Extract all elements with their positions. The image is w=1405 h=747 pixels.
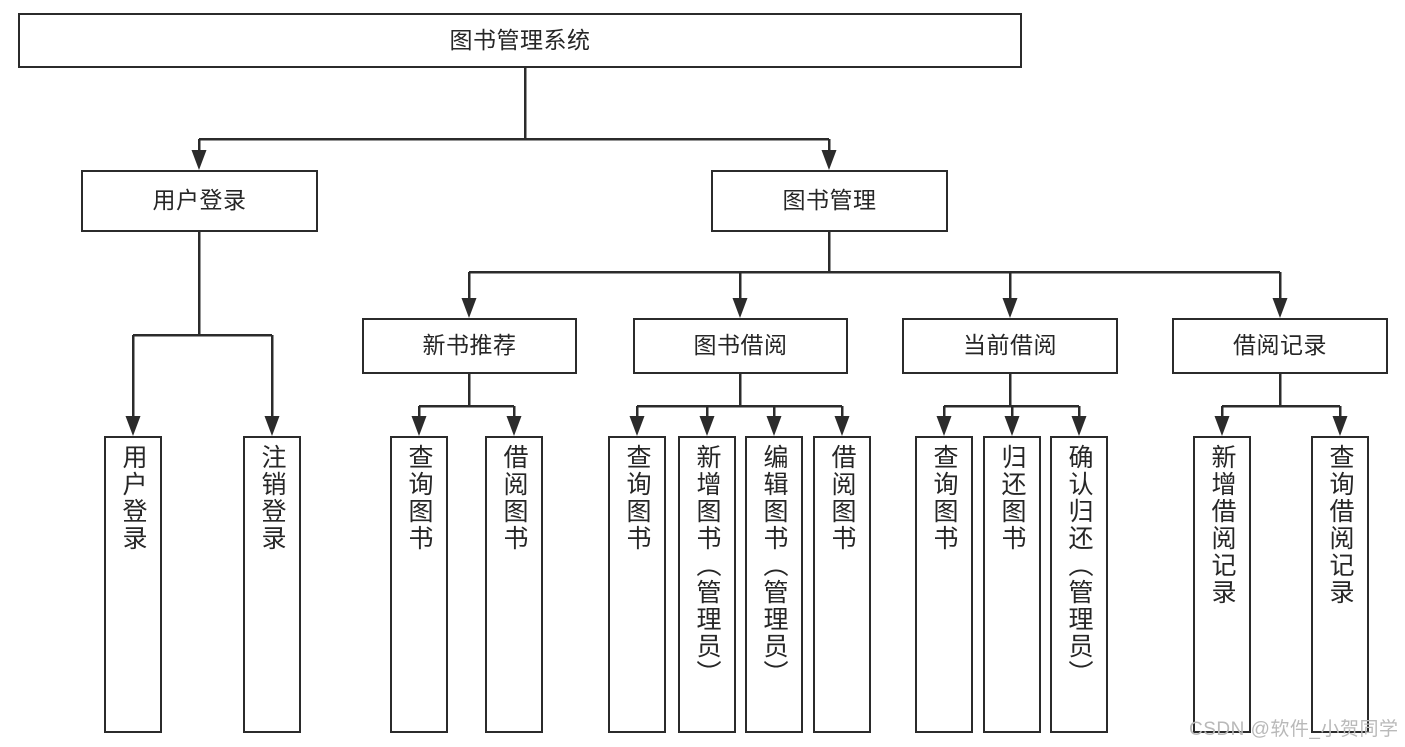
node-label: 借阅图书 bbox=[500, 444, 528, 552]
arrowhead-book-mgmt-to-level2-1 bbox=[732, 298, 748, 318]
node-leaf_add_record[interactable]: 新增借阅记录 bbox=[1193, 436, 1251, 733]
csdn-watermark: CSDN @软件_小贺同学 bbox=[1189, 719, 1399, 740]
node-leaf_user_login[interactable]: 用户登录 bbox=[104, 436, 162, 733]
arrowhead-user-login-to-leaves-1 bbox=[264, 416, 280, 436]
node-new_book_rec[interactable]: 新书推荐 bbox=[362, 318, 577, 374]
node-label: 借阅记录 bbox=[1233, 332, 1327, 359]
arrowhead-book-mgmt-to-level2-0 bbox=[461, 298, 477, 318]
arrowhead-root-to-level1-1 bbox=[821, 150, 837, 170]
node-leaf_add_book[interactable]: 新增图书（管理员） bbox=[678, 436, 736, 733]
node-label: 归还图书 bbox=[998, 444, 1026, 552]
node-leaf_borrow_book_2[interactable]: 借阅图书 bbox=[813, 436, 871, 733]
arrowhead-root-to-level1-0 bbox=[191, 150, 207, 170]
node-book_borrow[interactable]: 图书借阅 bbox=[633, 318, 848, 374]
arrowhead-borrow-record-to-leaves-0 bbox=[1214, 416, 1230, 436]
node-leaf_logout[interactable]: 注销登录 bbox=[243, 436, 301, 733]
node-label: 新增借阅记录 bbox=[1208, 444, 1236, 606]
node-label: 确认归还（管理员） bbox=[1065, 444, 1093, 687]
node-leaf_return_book[interactable]: 归还图书 bbox=[983, 436, 1041, 733]
node-label: 查询借阅记录 bbox=[1326, 444, 1354, 606]
node-label: 新书推荐 bbox=[422, 332, 517, 359]
arrowhead-book-mgmt-to-level2-2 bbox=[1002, 298, 1018, 318]
arrowhead-current-borrow-to-leaves-0 bbox=[936, 416, 952, 436]
node-root[interactable]: 图书管理系统 bbox=[18, 13, 1022, 68]
node-leaf_edit_book[interactable]: 编辑图书（管理员） bbox=[745, 436, 803, 733]
arrowhead-book-mgmt-to-level2-3 bbox=[1272, 298, 1288, 318]
node-label: 查询图书 bbox=[930, 444, 958, 552]
node-borrow_record[interactable]: 借阅记录 bbox=[1172, 318, 1388, 374]
arrowhead-current-borrow-to-leaves-2 bbox=[1071, 416, 1087, 436]
node-current_borrow[interactable]: 当前借阅 bbox=[902, 318, 1118, 374]
node-label: 图书管理 bbox=[782, 187, 877, 214]
node-label: 借阅图书 bbox=[828, 444, 856, 552]
arrowhead-current-borrow-to-leaves-1 bbox=[1004, 416, 1020, 436]
node-user_login[interactable]: 用户登录 bbox=[81, 170, 318, 232]
arrowhead-new-book-rec-to-leaves-1 bbox=[506, 416, 522, 436]
node-label: 新增图书（管理员） bbox=[693, 444, 721, 687]
node-leaf_query_record[interactable]: 查询借阅记录 bbox=[1311, 436, 1369, 733]
arrowhead-book-borrow-to-leaves-0 bbox=[629, 416, 645, 436]
arrowhead-book-borrow-to-leaves-2 bbox=[766, 416, 782, 436]
node-label: 查询图书 bbox=[405, 444, 433, 552]
node-label: 查询图书 bbox=[623, 444, 651, 552]
node-label: 用户登录 bbox=[119, 444, 147, 552]
node-label: 注销登录 bbox=[258, 444, 286, 552]
node-label: 当前借阅 bbox=[963, 332, 1057, 359]
arrowhead-book-borrow-to-leaves-1 bbox=[699, 416, 715, 436]
node-leaf_confirm_return[interactable]: 确认归还（管理员） bbox=[1050, 436, 1108, 733]
node-leaf_query_book_2[interactable]: 查询图书 bbox=[608, 436, 666, 733]
node-label: 图书借阅 bbox=[693, 332, 788, 359]
node-book_mgmt[interactable]: 图书管理 bbox=[711, 170, 948, 232]
arrowhead-user-login-to-leaves-0 bbox=[125, 416, 141, 436]
node-leaf_query_book_1[interactable]: 查询图书 bbox=[390, 436, 448, 733]
node-leaf_query_book_3[interactable]: 查询图书 bbox=[915, 436, 973, 733]
node-label: 图书管理系统 bbox=[449, 26, 591, 53]
node-label: 编辑图书（管理员） bbox=[760, 444, 788, 687]
arrowhead-book-borrow-to-leaves-3 bbox=[834, 416, 850, 436]
node-label: 用户登录 bbox=[152, 187, 247, 214]
arrowhead-new-book-rec-to-leaves-0 bbox=[411, 416, 427, 436]
arrowhead-borrow-record-to-leaves-1 bbox=[1332, 416, 1348, 436]
node-leaf_borrow_book_1[interactable]: 借阅图书 bbox=[485, 436, 543, 733]
